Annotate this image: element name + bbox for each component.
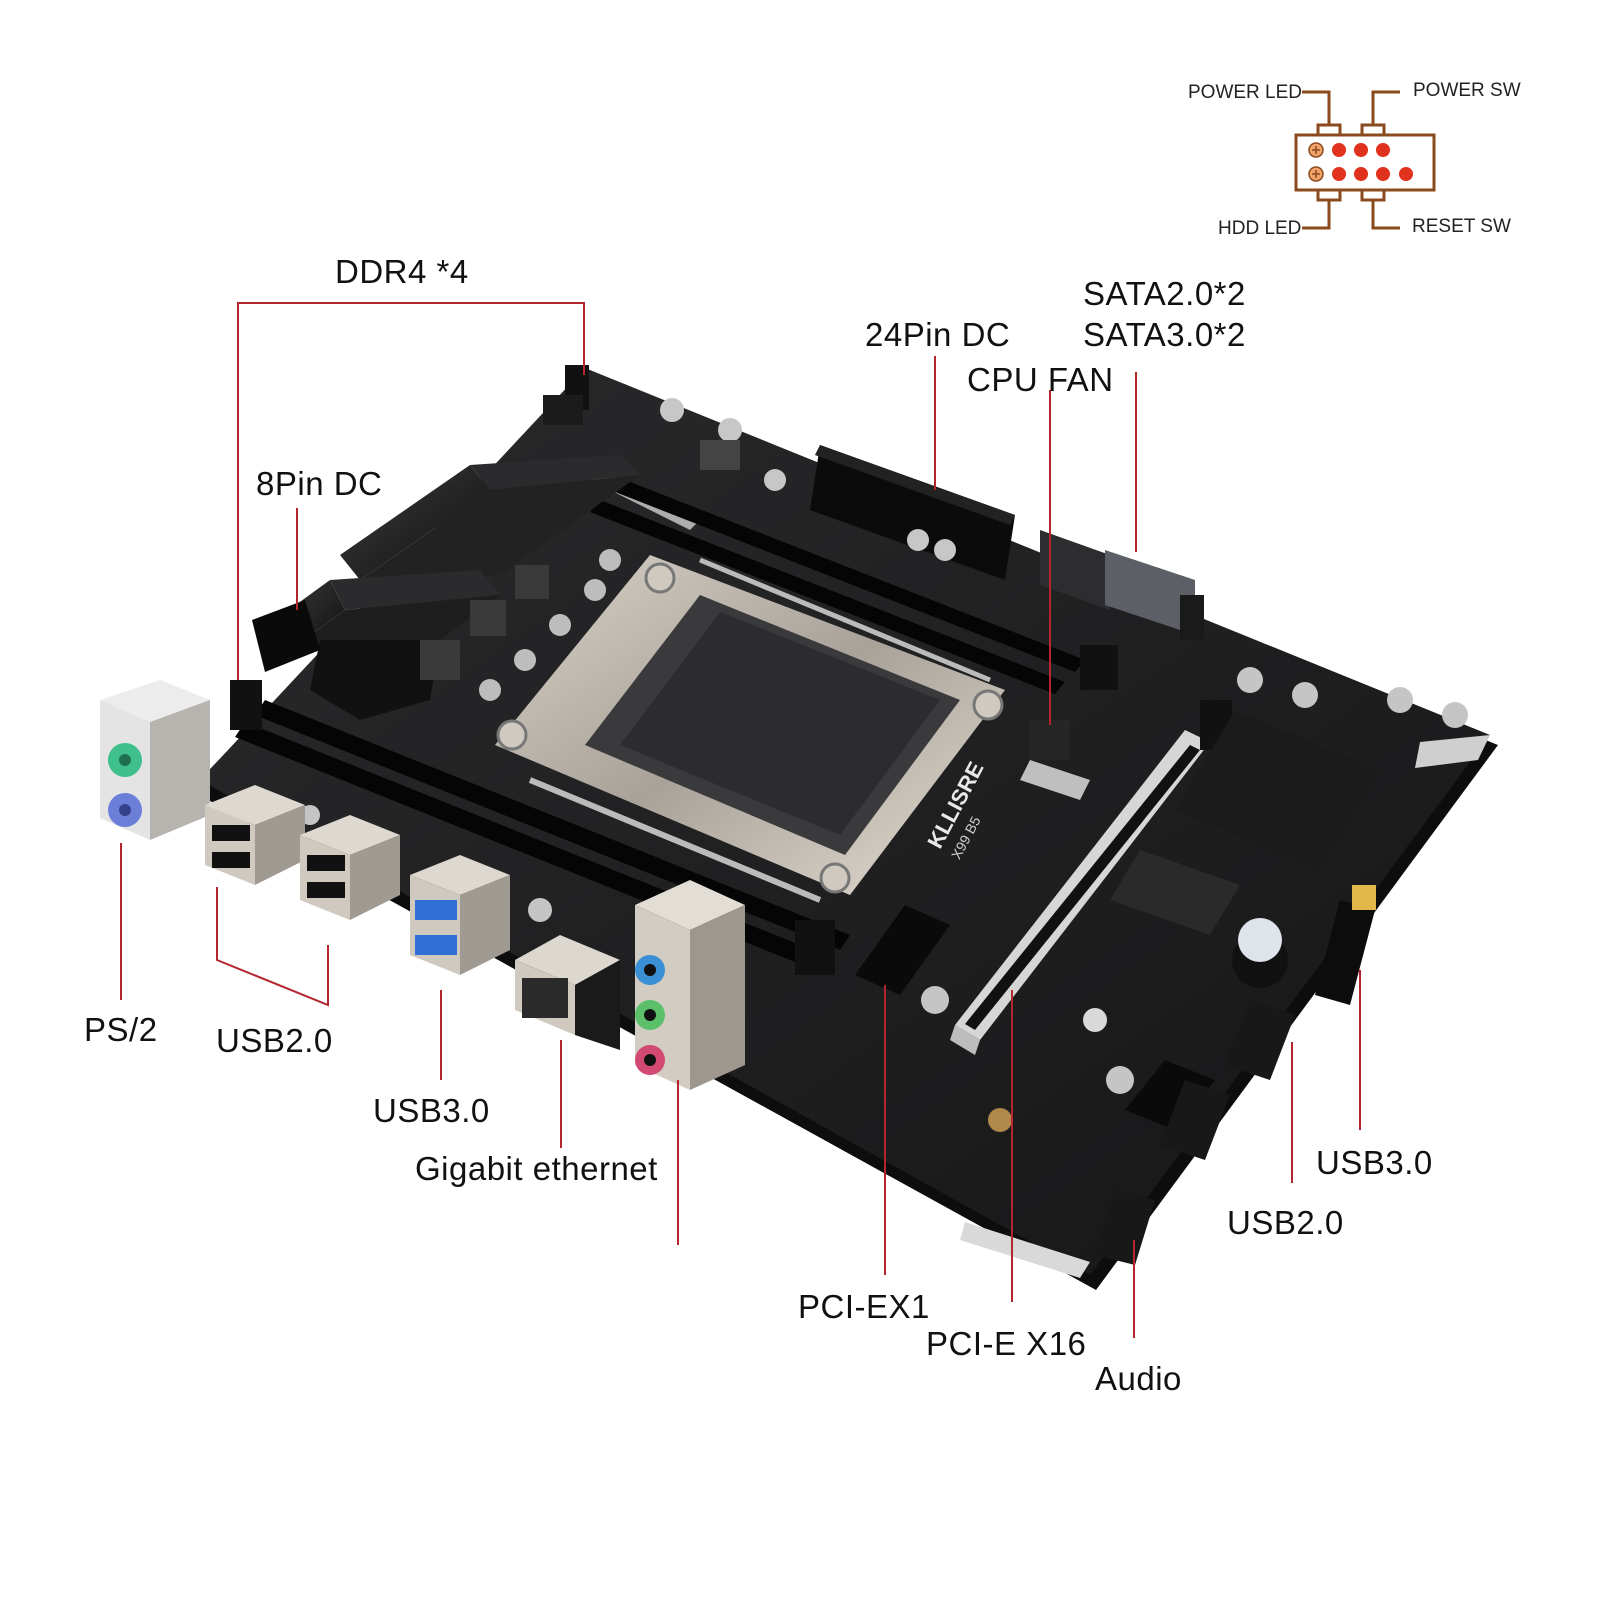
- label-usb3-header: USB3.0: [1316, 1144, 1433, 1181]
- label-24pin-dc: 24Pin DC: [865, 316, 1011, 353]
- sata-ports: [1040, 530, 1204, 640]
- twentyfour-pin-connector: [810, 445, 1015, 580]
- label-pciex1: PCI-EX1: [798, 1288, 930, 1325]
- label-8pin-dc: 8Pin DC: [256, 465, 383, 502]
- label-usb3-rear: USB3.0: [373, 1092, 490, 1129]
- ethernet-port: [515, 935, 620, 1050]
- cpu-socket: [495, 555, 1005, 903]
- label-usb2-rear: USB2.0: [216, 1022, 333, 1059]
- label-ps2: PS/2: [84, 1011, 158, 1048]
- header-pins: [1308, 142, 1413, 182]
- label-hdd-led: HDD LED: [1218, 218, 1302, 239]
- label-reset-sw: RESET SW: [1412, 216, 1511, 237]
- audio-jacks: [635, 880, 745, 1090]
- usb3-rear-ports: [410, 855, 510, 975]
- pcie-x1-slot: [855, 905, 1215, 1130]
- label-pcie-x16: PCI-E X16: [926, 1325, 1087, 1362]
- label-power-sw: POWER SW: [1413, 80, 1521, 101]
- label-ddr4: DDR4 *4: [335, 253, 469, 290]
- label-sata2: SATA2.0*2: [1083, 275, 1246, 312]
- internal-headers: [1095, 885, 1376, 1265]
- ps2-port: [100, 680, 210, 840]
- rear-io: [100, 680, 745, 1090]
- chipset-heatsink: [1110, 710, 1380, 988]
- label-sata3: SATA3.0*2: [1083, 316, 1246, 353]
- usb2-rear-ports: [205, 785, 400, 920]
- label-power-led: POWER LED: [1188, 82, 1303, 103]
- label-audio: Audio: [1095, 1360, 1182, 1397]
- leader-usb2-rear: [216, 887, 329, 1007]
- label-cpu-fan: CPU FAN: [967, 361, 1114, 398]
- cpu-fan-header: [1030, 720, 1070, 760]
- eight-pin-connector: [252, 600, 320, 672]
- label-gigabit-ethernet: Gigabit ethernet: [415, 1150, 658, 1187]
- vrm-components: [420, 398, 786, 701]
- vrm-heatsink: [275, 455, 640, 720]
- leader-ddr4: [237, 302, 585, 680]
- label-usb2-header: USB2.0: [1227, 1204, 1344, 1241]
